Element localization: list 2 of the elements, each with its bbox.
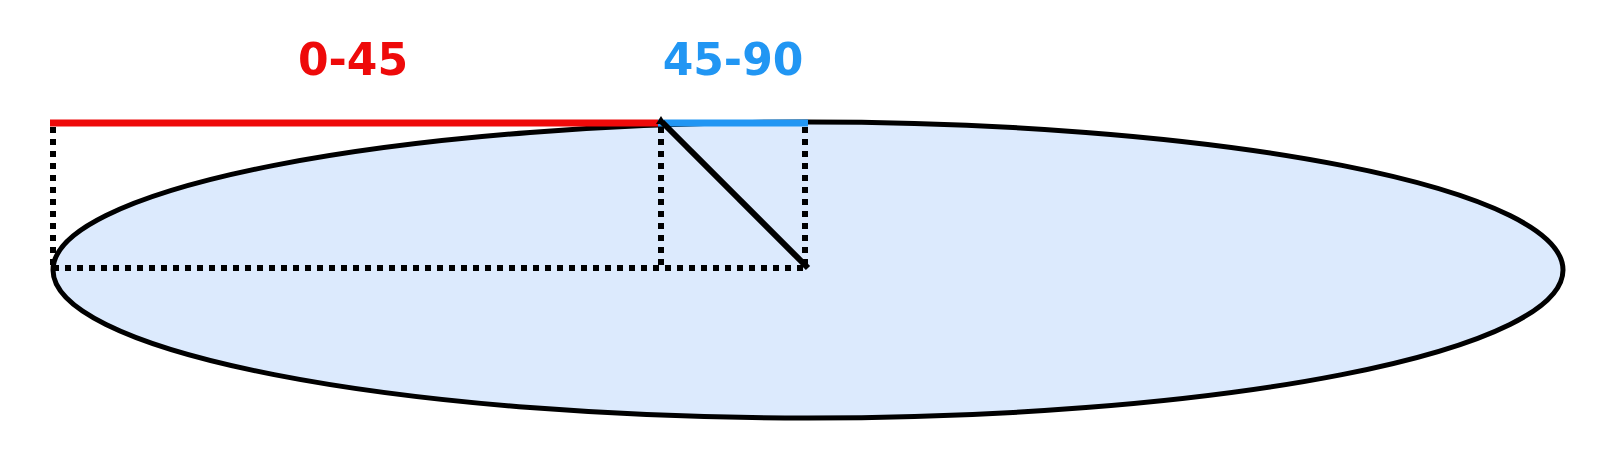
range-label: 0-45 — [297, 38, 409, 82]
range-label: 45-90 — [662, 38, 804, 82]
